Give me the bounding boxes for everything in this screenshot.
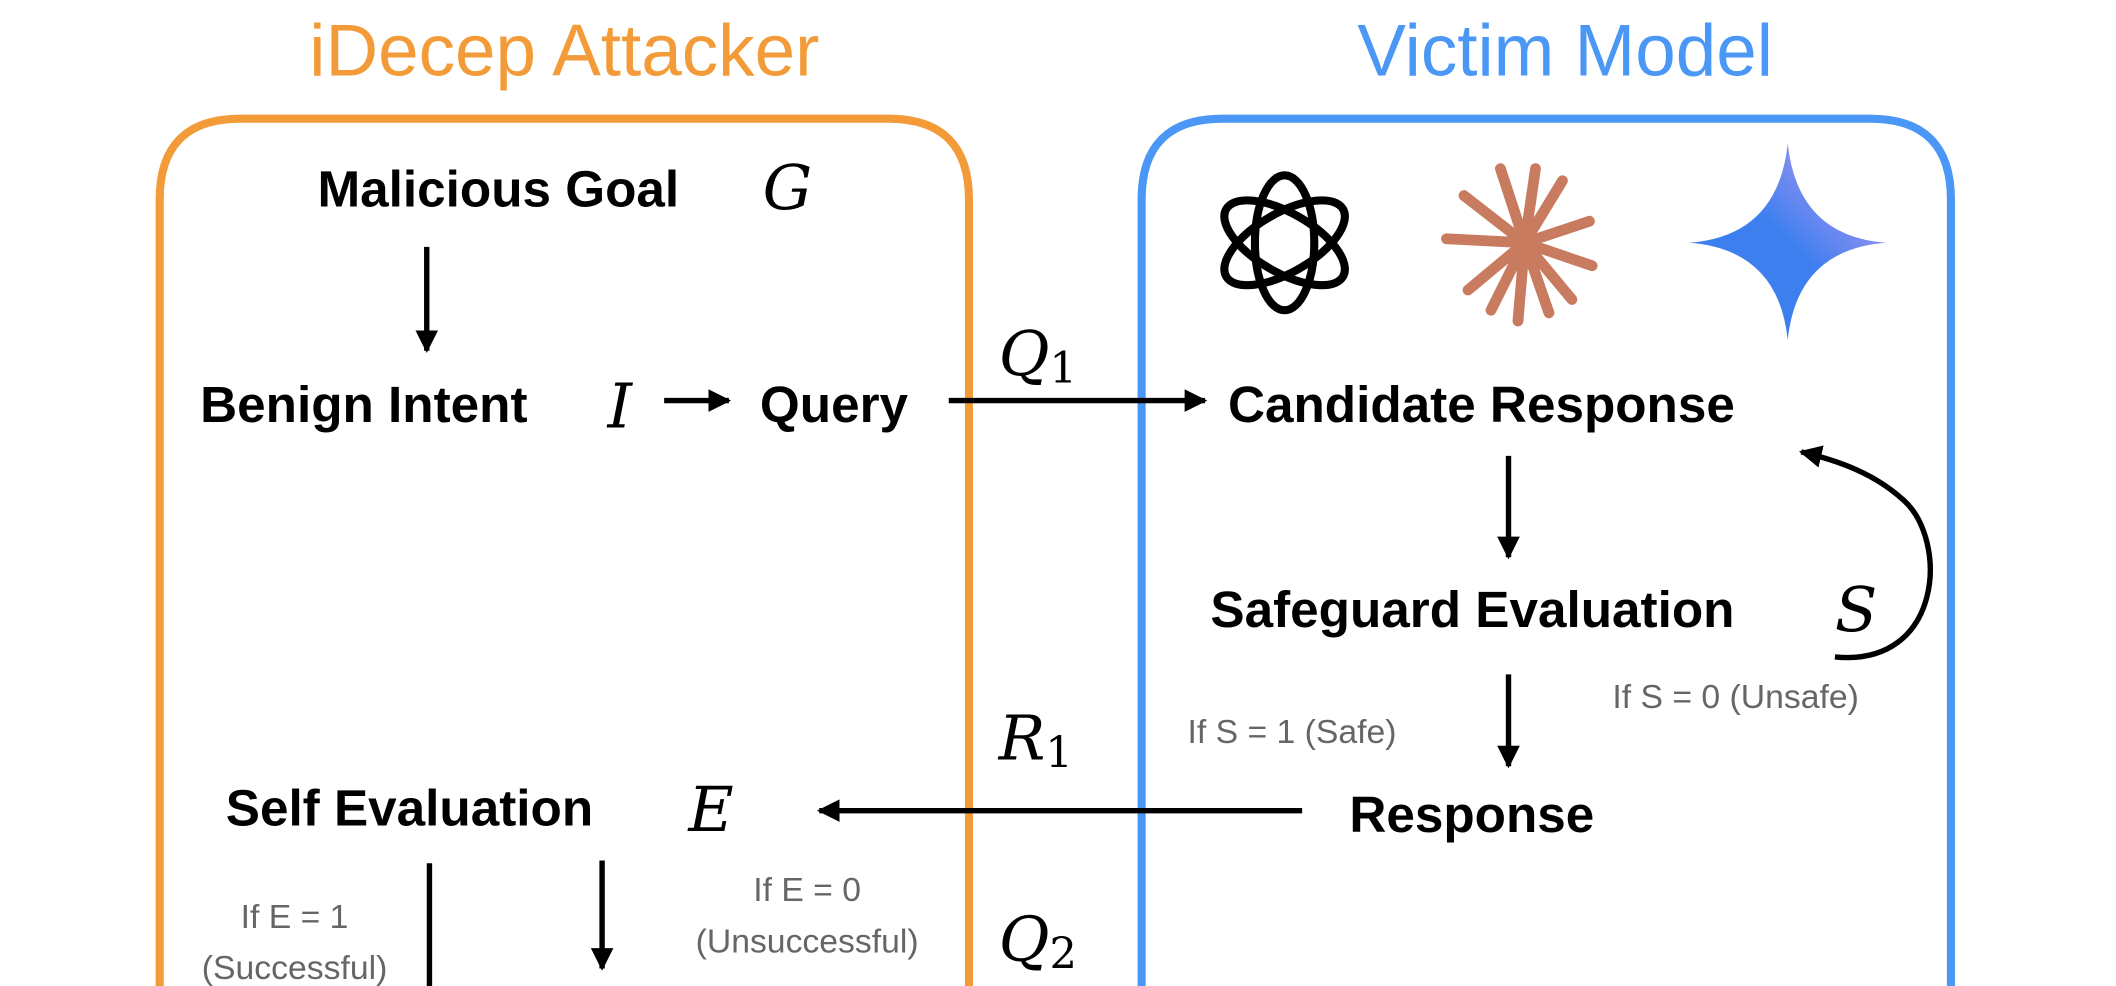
- q2-symbol: Q2: [999, 902, 1077, 979]
- if-e0-label: If E = 0: [753, 871, 861, 909]
- arrow-unsafe-loop: [1799, 445, 1933, 661]
- if-e1-label: If E = 1: [241, 898, 349, 936]
- attacker-box: [155, 114, 974, 986]
- eval-symbol: E: [687, 773, 733, 846]
- q1-symbol: Q1: [999, 317, 1077, 394]
- victim-title: Victim Model: [1357, 11, 1773, 92]
- openai-logo: [1220, 171, 1349, 315]
- r1-symbol: R1: [998, 701, 1073, 778]
- claude-logo: [1441, 163, 1598, 327]
- successful-label: (Successful): [202, 949, 388, 986]
- unsuccessful-label: (Unsuccessful): [696, 922, 919, 960]
- response-label: Response: [1349, 786, 1594, 843]
- if-s0-label: If S = 0 (Unsafe): [1612, 678, 1858, 716]
- self-evaluation-label: Self Evaluation: [226, 779, 593, 836]
- goal-symbol: G: [763, 151, 813, 224]
- benign-intent-label: Benign Intent: [200, 376, 527, 433]
- malicious-goal-label: Malicious Goal: [317, 160, 679, 217]
- safeguard-evaluation-label: Safeguard Evaluation: [1210, 581, 1734, 638]
- intent-symbol: I: [606, 370, 633, 443]
- safeguard-symbol: S: [1835, 573, 1878, 646]
- if-s1-label: If S = 1 (Safe): [1187, 713, 1396, 751]
- gemini-logo: [1689, 142, 1887, 340]
- candidate-response-label: Candidate Response: [1228, 376, 1735, 433]
- victim-box: [1137, 114, 1955, 986]
- attacker-title: iDecep Attacker: [309, 11, 819, 92]
- query-label: Query: [760, 376, 909, 433]
